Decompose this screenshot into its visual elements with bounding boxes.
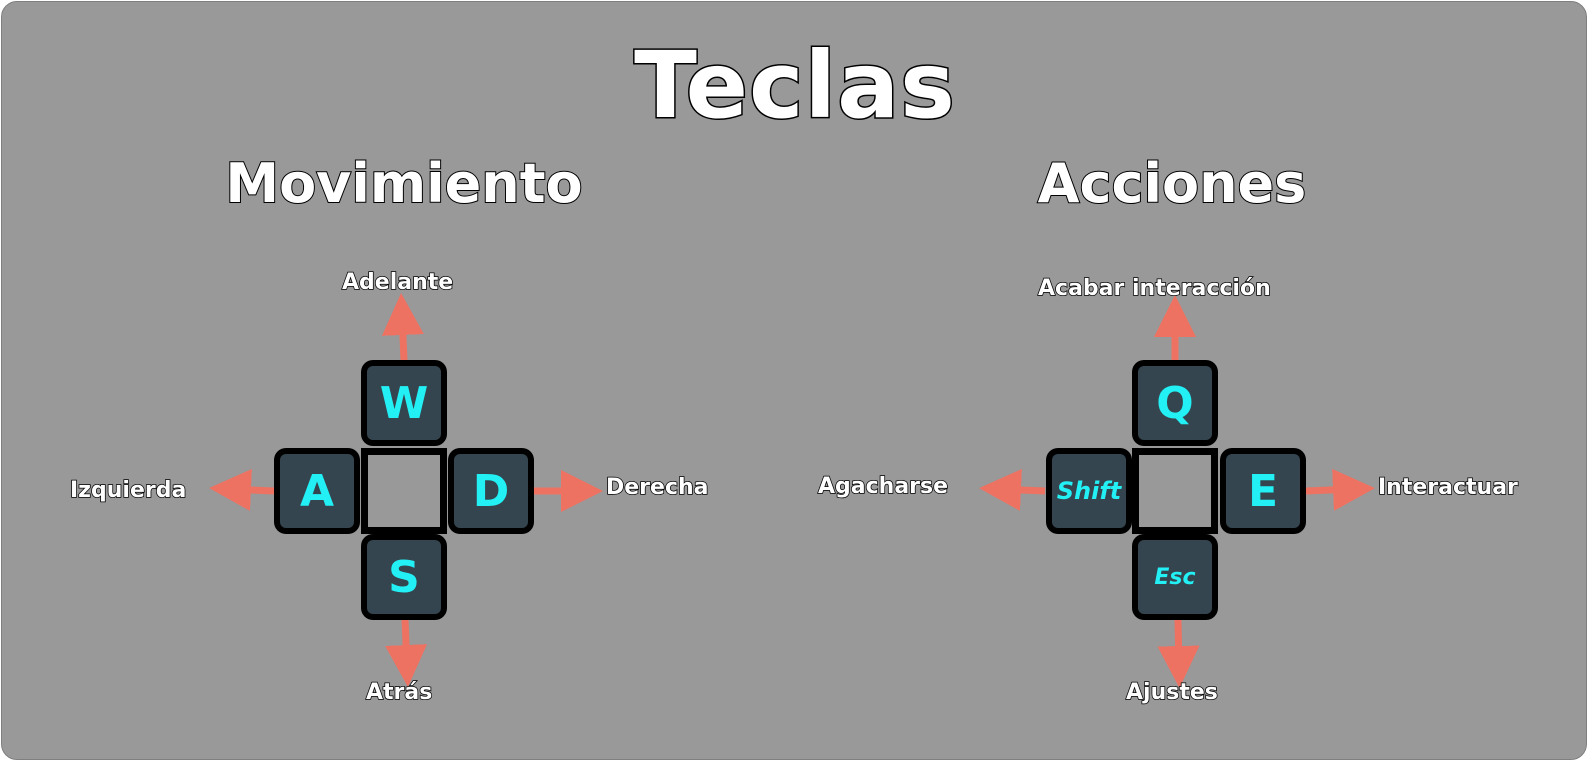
key-q: Q xyxy=(1132,360,1218,446)
key-w-label: W xyxy=(367,366,441,440)
actions-heading: Acciones xyxy=(1037,151,1308,216)
label-interact: Interactuar xyxy=(1377,474,1518,501)
key-a: A xyxy=(274,448,360,534)
actions-hub xyxy=(1132,448,1218,534)
movement-heading: Movimiento xyxy=(224,151,583,216)
label-settings: Ajustes xyxy=(1125,679,1218,706)
arrow-down-icon xyxy=(1157,619,1200,688)
key-shift-label: Shift xyxy=(1052,454,1126,528)
key-w: W xyxy=(361,360,447,446)
label-end-interaction: Acabar interacción xyxy=(1037,275,1271,302)
key-s-label: S xyxy=(367,540,441,614)
arrow-left-icon xyxy=(979,468,1046,511)
page-title: Teclas xyxy=(633,31,957,141)
key-d: D xyxy=(448,448,534,534)
label-forward: Adelante xyxy=(341,269,454,296)
key-d-label: D xyxy=(454,454,528,528)
arrow-left-icon xyxy=(209,468,275,511)
key-q-label: Q xyxy=(1138,366,1212,440)
key-a-label: A xyxy=(280,454,354,528)
key-esc-label: Esc xyxy=(1138,540,1212,614)
movement-hub xyxy=(361,448,447,534)
key-e-label: E xyxy=(1226,454,1300,528)
label-right: Derecha xyxy=(605,474,709,501)
label-back: Atrás xyxy=(365,679,433,706)
arrow-down-icon xyxy=(385,619,428,687)
key-esc: Esc xyxy=(1132,534,1218,620)
label-left: Izquierda xyxy=(69,477,187,504)
key-s: S xyxy=(361,534,447,620)
arrow-right-icon xyxy=(1305,468,1375,511)
key-e: E xyxy=(1220,448,1306,534)
arrow-up-icon xyxy=(381,293,424,361)
label-crouch: Agacharse xyxy=(817,473,949,500)
key-shift: Shift xyxy=(1046,448,1132,534)
